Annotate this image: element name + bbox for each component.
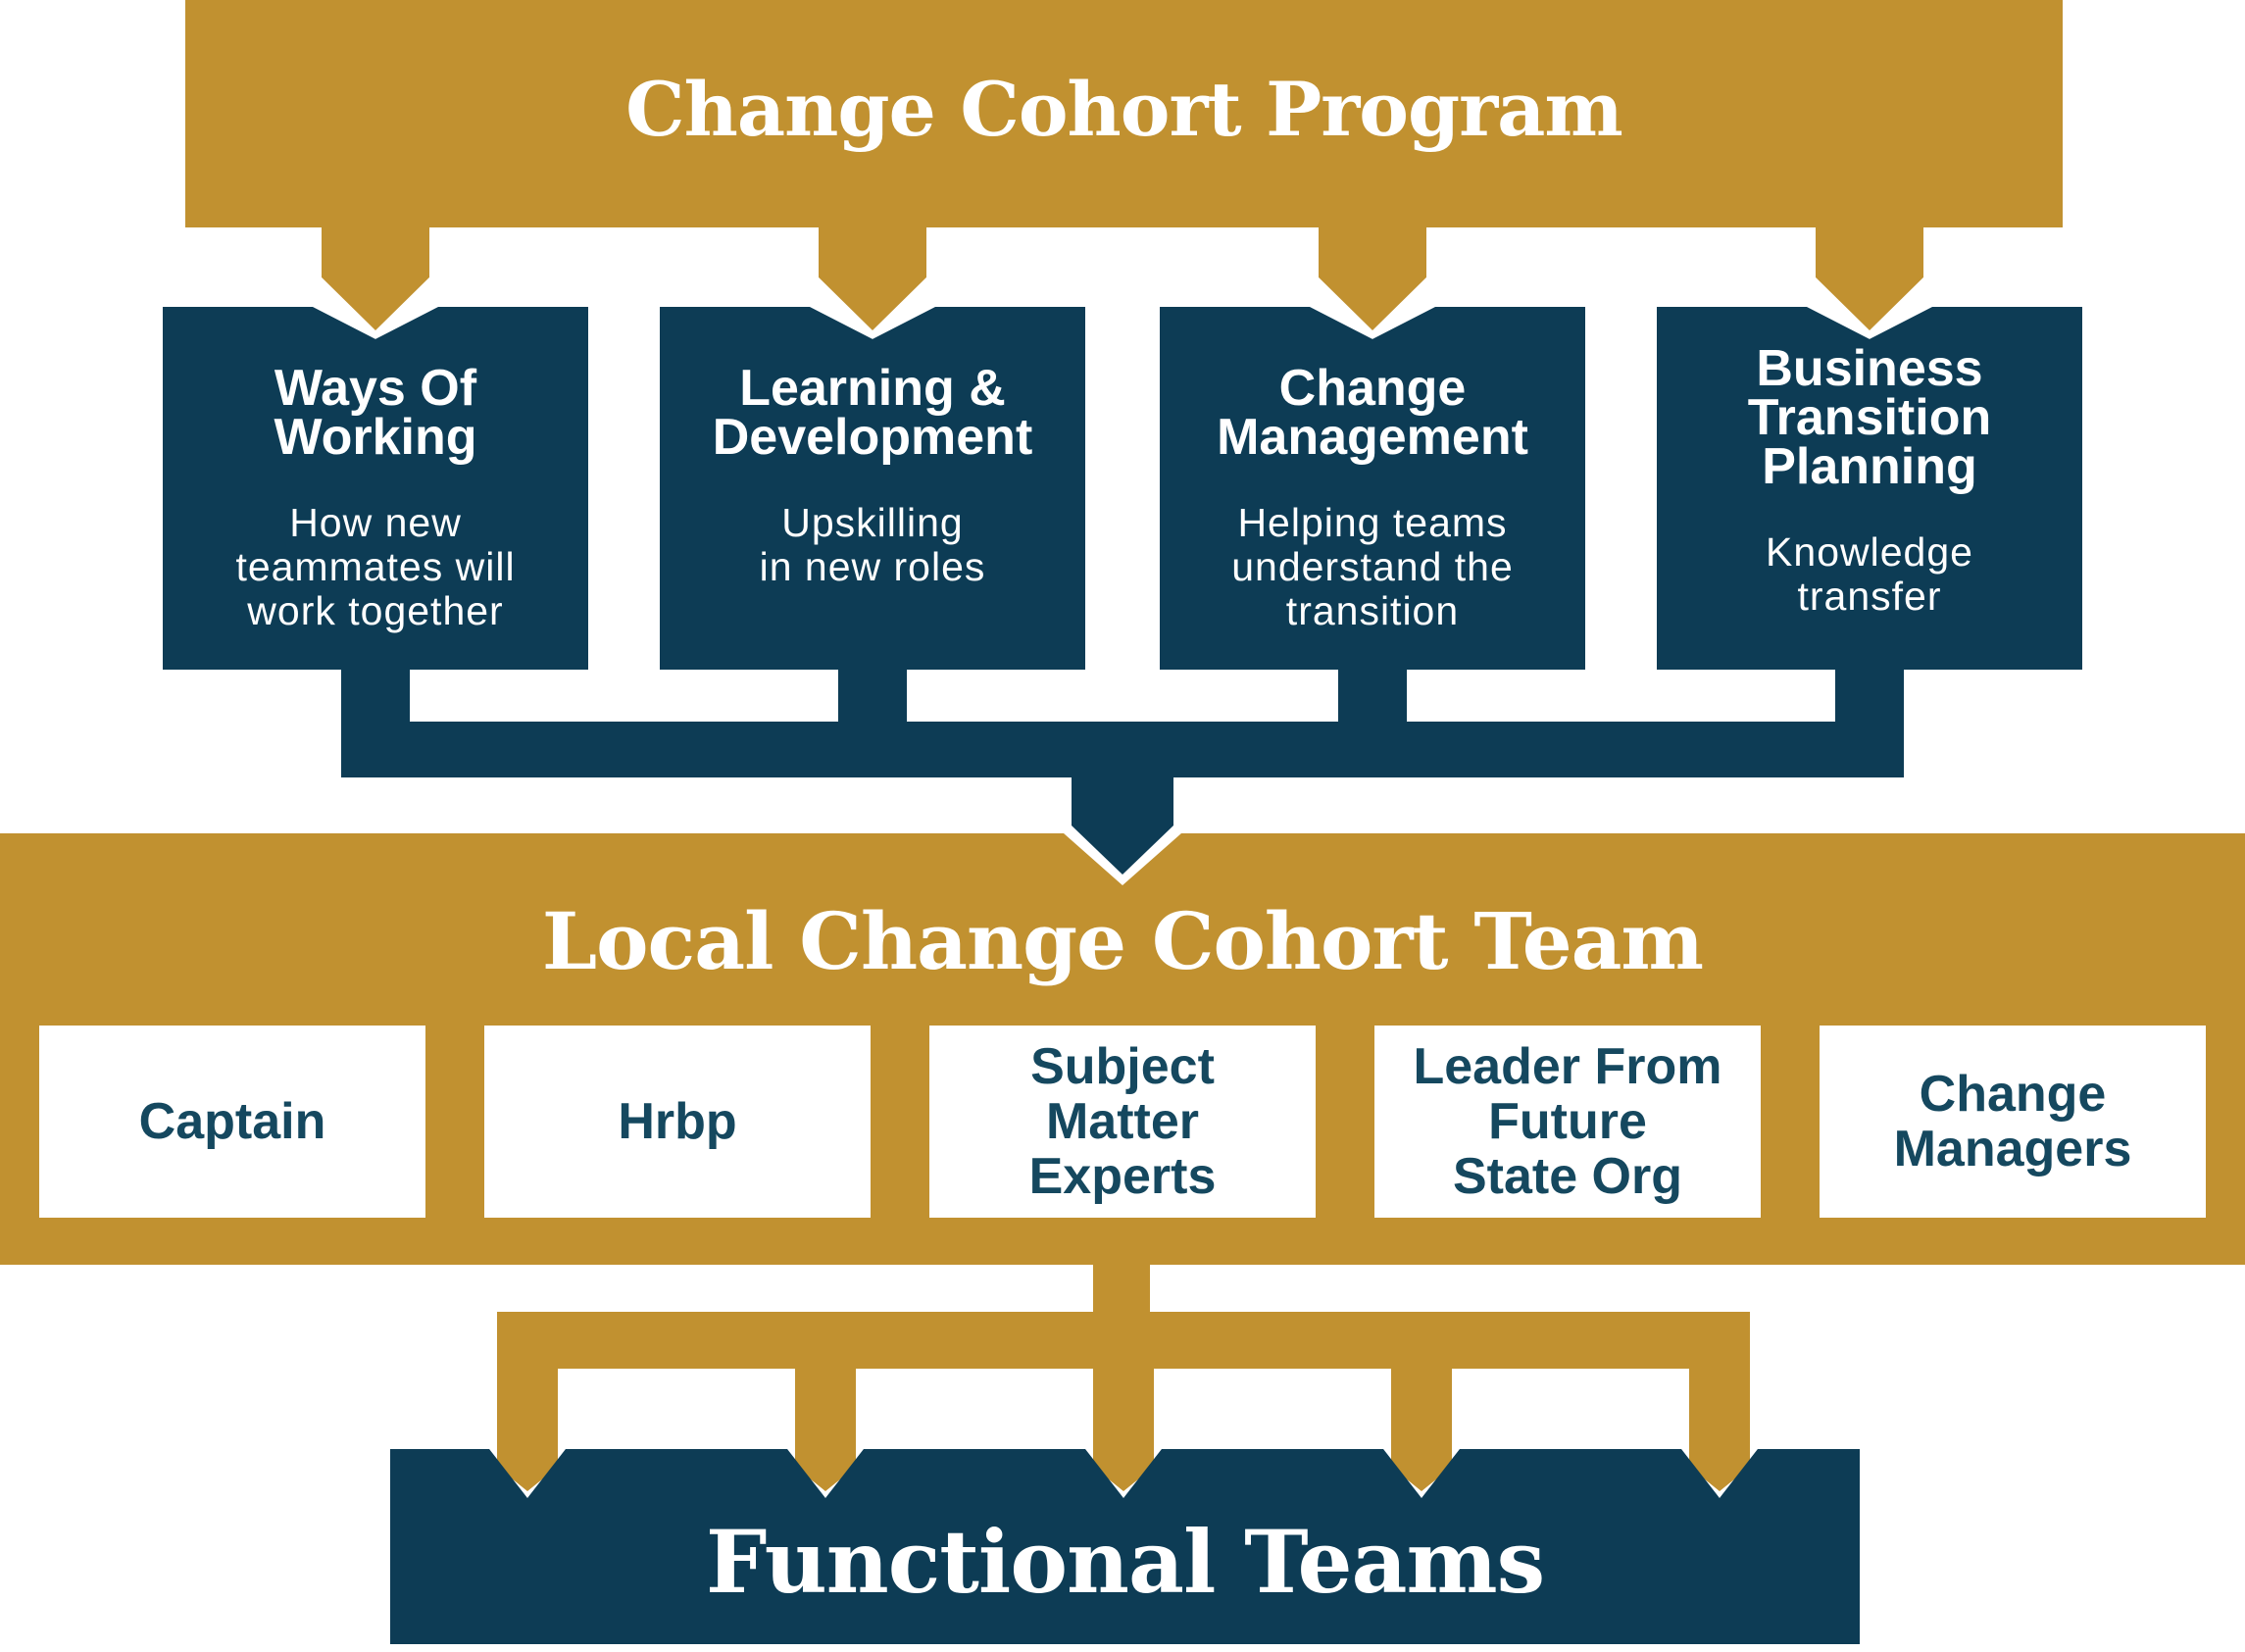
role-box-change-managers: Change Managers (1820, 1026, 2206, 1218)
role-box-subject-matter-experts: Subject Matter Experts (929, 1026, 1316, 1218)
down-arrow-icon (1816, 227, 1923, 330)
program-box-business-transition-planning: Business Transition Planning Knowledge t… (1657, 307, 2082, 670)
program-box-heading: Ways Of Working (274, 360, 477, 466)
program-box-description: Helping teams understand the transition (1231, 500, 1514, 633)
down-arrow-icon (1319, 227, 1426, 330)
connector-stem (1338, 670, 1407, 723)
down-arrow-icon (322, 227, 429, 330)
down-arrow-icon (819, 227, 926, 330)
functional-teams-box: Functional Teams (390, 1449, 1860, 1644)
program-box-ways-of-working: Ways Of Working How new teammates will w… (163, 307, 588, 670)
down-arrow-icon (1093, 1369, 1154, 1491)
connector-stem (341, 670, 410, 723)
functional-teams-title: Functional Teams (705, 1510, 1545, 1613)
program-box-heading: Change Management (1217, 360, 1528, 466)
role-box-captain: Captain (39, 1026, 425, 1218)
program-box-heading: Learning & Development (712, 360, 1033, 466)
connector-rail (341, 722, 1904, 777)
connector-stem (838, 670, 907, 723)
program-banner: Change Cohort Program (185, 0, 2063, 227)
connector-stem (1835, 670, 1904, 723)
role-box-leader-future-state-org: Leader From Future State Org (1374, 1026, 1761, 1218)
program-banner-title: Change Cohort Program (625, 66, 1623, 153)
program-box-learning-development: Learning & Development Upskilling in new… (660, 307, 1085, 670)
program-box-description: How new teammates will work together (235, 500, 516, 633)
program-box-heading: Business Transition Planning (1747, 340, 1992, 495)
program-box-change-management: Change Management Helping teams understa… (1160, 307, 1585, 670)
down-arrow-icon (1391, 1369, 1452, 1491)
role-box-hrbp: Hrbp (484, 1026, 871, 1218)
program-box-description: Upskilling in new roles (759, 500, 986, 589)
program-box-description: Knowledge transfer (1766, 529, 1973, 619)
down-arrow-icon (1689, 1369, 1750, 1491)
down-arrow-icon (497, 1369, 558, 1491)
down-arrow-icon (795, 1369, 856, 1491)
connector-stem (1093, 1265, 1150, 1312)
connector-rail (497, 1312, 1750, 1369)
local-change-cohort-title: Local Change Cohort Team (541, 895, 1704, 987)
